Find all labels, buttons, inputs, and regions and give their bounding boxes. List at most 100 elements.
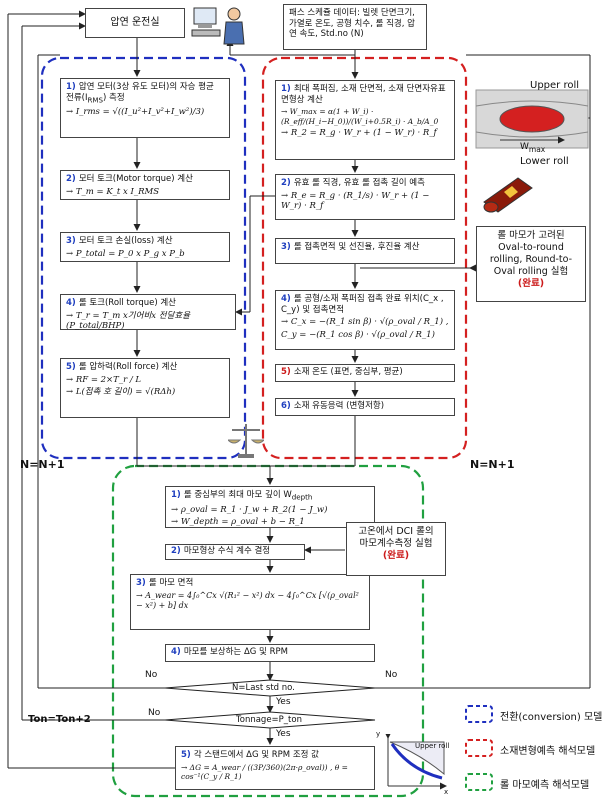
deformation-step-4-num: 4) (281, 294, 291, 304)
deformation-step-4: 4)롤 공형/소재 폭퍼짐 접촉 완료 위치(C_x , C_y) 및 접촉면적… (275, 290, 455, 350)
wear-step-1-formula-2: → W_depth = ρ_oval + b − R_1 (171, 517, 305, 528)
legend-swatches (465, 705, 493, 791)
legend-conversion: 전환(conversion) 모델 (500, 712, 603, 723)
pass-schedule-box: 패스 스케쥴 데이터: 빌렛 단면크기, 가열로 온도, 공형 치수, 롤 직경… (283, 4, 427, 50)
conversion-step-5: 5)롤 압하력(Roll force) 계산 → RF = 2×T_r / L … (60, 358, 230, 418)
decision-tonnage (164, 711, 376, 729)
deformation-step-5: 5)소재 온도 (표면, 중심부, 평균) (275, 364, 455, 382)
oval-note-line-4: Oval rolling 실험 (493, 265, 569, 277)
conversion-step-5-formula-1: → RF = 2×T_r / L (66, 374, 142, 385)
wear-step-4: 4)마모를 보상하는 ΔG 및 RPM (165, 644, 375, 662)
decision-tonnage-label: Tonnage=P_ton (236, 715, 302, 725)
wear-step-3-title: 롤 마모 면적 (148, 578, 194, 588)
conversion-step-3-formula: → P_total = P_0 x P_g x P_b (66, 248, 185, 259)
dci-note-done: (완료) (382, 549, 410, 561)
conversion-step-4: 4)롤 토크(Roll torque) 계산 → T_r = T_m x기어비x… (60, 294, 236, 332)
conversion-step-2: 2)모터 토크(Motor torque) 계산 → T_m = K_t x I… (60, 170, 230, 200)
deformation-step-1: 1)최대 폭퍼짐, 소재 단면적, 소재 단면자유표면형상 계산 → W_max… (275, 80, 455, 160)
oval-note-line-3: rolling, Round-to- (489, 253, 573, 265)
deformation-step-3: 3)롤 접촉면적 및 선진율, 후진율 계산 (275, 238, 455, 264)
deformation-step-4-formula-2: C_y = −(R_1 cos β) · √(ρ_oval / R_1) (281, 329, 435, 340)
deformation-step-5-num: 5) (281, 367, 291, 377)
wear-plot-y: y (376, 730, 381, 738)
yes-label-1: Yes (276, 697, 291, 707)
wear-step-2-num: 2) (171, 546, 181, 556)
wear-step-2: 2)마모형상 수식 계수 결정 (165, 544, 305, 560)
worn-roll-cylinder-icon (483, 177, 533, 213)
conversion-step-1-sub: RMS (87, 95, 103, 105)
wear-step-1-formula-1: → ρ_oval = R_1 · J_w + R_2(1 − J_w) (171, 504, 328, 515)
wear-step-5-formula: → ΔG = A_wear / ((3P/360)(2π·ρ_oval)) , … (181, 762, 348, 781)
control-room-label: 압연 운전실 (110, 17, 160, 28)
conversion-step-1-formula: → I_rms = √((I_u²+I_v²+I_w²)/3) (66, 107, 205, 118)
conversion-step-5-formula-2: → L(접촉 호 길이) = √(RΔh) (66, 387, 176, 398)
conversion-step-5-title: 롤 압하력(Roll force) 계산 (78, 362, 178, 372)
deformation-step-6-num: 6) (281, 401, 291, 411)
wear-profile-plot (384, 734, 447, 790)
deformation-step-5-title: 소재 온도 (표면, 중심부, 평균) (293, 367, 403, 377)
deformation-step-4-title: 롤 공형/소재 폭퍼짐 접촉 완료 위치(C_x , C_y) 및 접촉면적 (281, 294, 444, 315)
lower-roll-label: Lower roll (520, 156, 569, 167)
conversion-step-3-num: 3) (66, 236, 76, 246)
deformation-step-1-num: 1) (281, 84, 291, 94)
deformation-step-2-num: 2) (281, 178, 291, 188)
conversion-step-3: 3)모터 토크 손실(loss) 계산 → P_total = P_0 x P_… (60, 232, 230, 262)
conversion-step-2-num: 2) (66, 174, 76, 184)
deformation-step-4-formula-1: → C_x = −(R_1 sin β) · √(ρ_oval / R_1) , (281, 317, 449, 328)
wear-step-3-formula: → A_wear = 4∫₀^Cx √(R₁² − x²) dx − 4∫₀^C… (136, 590, 359, 610)
wear-step-3: 3)롤 마모 면적 → A_wear = 4∫₀^Cx √(R₁² − x²) … (130, 574, 370, 630)
wear-step-3-num: 3) (136, 578, 146, 588)
deformation-step-1-formula-2: → R_2 = R_g · W_r + (1 − W_r) · R_f (281, 128, 437, 138)
conversion-step-4-formula: → T_r = T_m x기어비x 전달효율(P_total/BHP) (66, 310, 191, 332)
wear-step-5-title: 각 스탠드에서 ΔG 및 RPM 조정 값 (193, 750, 319, 760)
conversion-step-2-title: 모터 토크(Motor torque) 계산 (78, 174, 193, 184)
legend-deformation: 소재변형예측 해석모델 (500, 746, 596, 757)
no-label-2: No (385, 670, 398, 680)
wear-step-4-title: 마모를 보상하는 ΔG 및 RPM (183, 647, 288, 657)
no-label-3: No (148, 708, 161, 718)
oval-note-line-1: 롤 마모가 고려된 (497, 230, 565, 241)
no-label-1: No (145, 670, 158, 680)
yes-label-2: Yes (276, 729, 291, 739)
conversion-step-5-num: 5) (66, 362, 76, 372)
wear-step-5: 5)각 스탠드에서 ΔG 및 RPM 조정 값 → ΔG = A_wear / … (175, 746, 375, 790)
control-room-box: 압연 운전실 (85, 8, 185, 38)
wear-step-1: 1)롤 중심부의 최대 마모 깊이 Wdepth → ρ_oval = R_1 … (165, 486, 375, 528)
dci-note-line-1: 고온에서 DCI 롤의 (358, 526, 434, 537)
conversion-step-3-title: 모터 토크 손실(loss) 계산 (78, 236, 173, 246)
wear-plot-label: Upper roll (415, 742, 450, 750)
conversion-step-2-formula: → T_m = K_t x I_RMS (66, 186, 160, 197)
loop-label-left: N=N+1 (20, 458, 65, 471)
upper-roll-label: Upper roll (530, 80, 580, 91)
conversion-step-1-num: 1) (66, 82, 76, 92)
deformation-step-1-title: 최대 폭퍼짐, 소재 단면적, 소재 단면자유표면형상 계산 (281, 84, 446, 105)
conversion-step-1: 1)압연 모터(3상 유도 모터)의 자승 평균 전류(IRMS) 측정 → I… (60, 78, 230, 138)
oval-note-done: (완료) (517, 277, 545, 289)
deformation-step-2-formula: → R_e = R_g · (R_1/s) · W_r + (1 − W_r) … (281, 190, 430, 212)
pass-schedule-text: 패스 스케쥴 데이터: 빌렛 단면크기, 가열로 온도, 공형 치수, 롤 직경… (289, 8, 415, 40)
deformation-step-2: 2)유효 롤 직경, 유효 롤 접촉 길이 예측 → R_e = R_g · (… (275, 174, 455, 220)
wear-step-1-title: 롤 중심부의 최대 마모 깊이 W (183, 490, 292, 500)
conversion-step-1-title: 압연 모터(3상 유도 모터)의 자승 평균 전류(I (66, 82, 214, 103)
balance-scale-icon (228, 424, 264, 458)
wear-step-5-num: 5) (181, 750, 191, 760)
wear-plot-x: x (444, 788, 449, 796)
conversion-step-4-title: 롤 토크(Roll torque) 계산 (78, 298, 176, 308)
legend-wear: 롤 마모예측 해석모델 (500, 780, 590, 791)
wear-step-4-num: 4) (171, 647, 181, 657)
tonnage-loop-label: Ton=Ton+2 (28, 714, 91, 725)
deformation-step-6-title: 소재 유동응력 (변형저항) (293, 401, 385, 411)
dci-note-line-2: 마모계수측정 실험 (359, 537, 433, 549)
deformation-step-3-title: 롤 접촉면적 및 선진율, 후진율 계산 (293, 242, 420, 252)
deformation-step-1-formula-1: → W_max = α(1 + W_i) · (R_eff/(H_i−H_0))… (281, 107, 439, 126)
oval-note-line-2: Oval-to-round (498, 241, 564, 253)
operator-computer-icon (191, 7, 245, 45)
wear-step-1-num: 1) (171, 490, 181, 500)
conversion-step-1-tail: ) 측정 (103, 92, 125, 103)
wmax-label-text: W (520, 142, 529, 152)
loop-label-right: N=N+1 (470, 458, 515, 471)
wmax-label: Wmax (520, 142, 545, 154)
wmax-label-sub: max (528, 144, 546, 154)
decision-last-std-label: N=Last std no. (232, 683, 295, 693)
oval-rolling-note: 롤 마모가 고려된 Oval-to-round rolling, Round-t… (476, 226, 586, 302)
